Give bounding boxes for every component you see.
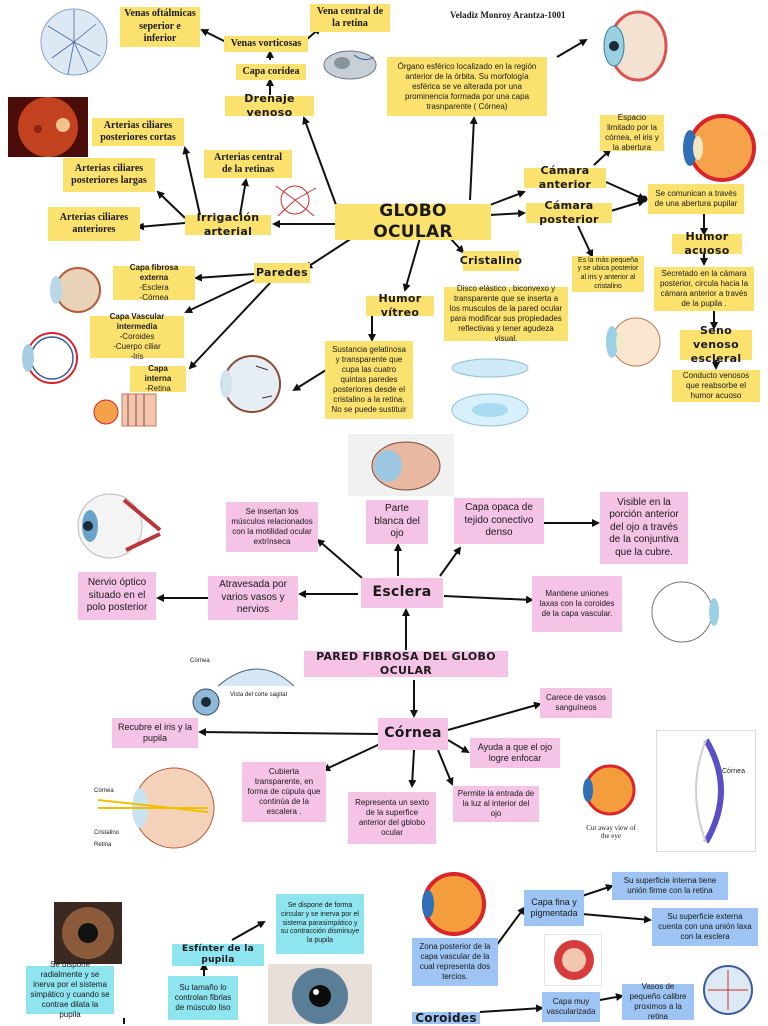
cornea-profile-label: Córnea [722,768,745,775]
lens-figure [440,352,536,432]
globo-ocular-title: GLOBO OCULAR [335,201,491,242]
humor-acuoso: Humor acuoso [672,230,742,257]
fibrous-layer-figure [34,262,106,316]
esclera-nervio-optico: Nervio óptico situado en el polo posteri… [78,572,156,620]
cornea-sagittal-figure: Córnea Vista del corte sagital [184,636,296,718]
vasos-pequeno-calibre: Vasos de pequeño calibre proximos a la r… [622,982,694,1021]
cristalino-desc: Disco elástico , biconvexo y transparent… [444,284,568,343]
vascular-layer-figure [8,328,88,390]
cornea-label-small: Córnea [190,658,210,664]
globe-description: Órgano esférico localizado en la región … [387,57,547,116]
iris-photo [54,902,122,964]
drenaje-venoso: Drenaje venoso [225,92,314,119]
humor-vitreo: Humor vítreo [366,292,434,319]
arterias-ciliares-cortas: Arterias ciliares posteriores cortas [92,118,184,146]
choroid-eye-figure [412,866,496,940]
cornea-light-figure: Córnea Cristalino Retina [88,760,220,854]
esclera-parte-blanca: Parte blanca del ojo [366,500,428,544]
pared-fibrosa-title: PARED FIBROSA DEL GLOBO OCULAR [304,650,508,677]
dilatador-desc: Se dispone radialmente y se inerva por e… [26,960,114,1019]
capa-fibrosa-items: -Esclera -Córnea [139,283,169,302]
sclera-diagram-figure [636,576,726,646]
camara-posterior-desc: Es la más pequeña y se ubica posterior a… [572,256,644,292]
vitreous-figure [210,352,294,414]
capa-fibrosa-externa: Capa fibrosa externa -Esclera -Córnea [113,263,195,302]
seno-venoso-escleral: Seno venoso escleral [680,324,752,365]
arteria-central-retina: Arterias central de la retinas [204,150,292,178]
capa-vascular-intermedia: Capa Vascular intermedia -Coroides -Cuer… [90,312,184,361]
cristalino: Cristalino [460,251,522,271]
retina-vessels-figure [38,6,110,78]
humor-acuoso-desc: Secretado en la cámara posterior, circul… [654,267,754,311]
camara-anterior-desc: Espacio limitado por la córnea, el iris … [600,113,664,152]
cut-away-caption: Cut away view of the eye [586,824,636,840]
capa-vascularizada: Capa muy vascularizada [542,992,600,1022]
arteries-figure [272,180,318,220]
arterias-ciliares-largas: Arterias ciliares posteriores largas [63,158,155,192]
esfinter-desc: Se dispone de forma circular y se inerva… [276,894,364,954]
esfinter-pupila: Esfínter de la pupila [172,944,264,966]
cornea-sin-vasos: Carece de vasos sanguíneos [540,688,612,718]
conducto-venoso: Conducto venosos que reabsorbe el humor … [672,370,760,402]
tamano-pupila: Su tamaño lo controlan fibrlas de múscul… [168,976,238,1020]
capa-interna-title: Capa interna [144,364,172,383]
chambers-figure [676,108,760,186]
comunicacion-pupilar: Se comunican a través de una abertura pu… [648,184,744,214]
camara-anterior: Cámara anterior [524,164,606,191]
label-retina: Retina [94,842,112,848]
sclera-eyeball-figure [74,480,164,570]
capa-coridea: Capa coridea [236,64,306,80]
esclera-capa-opaca: Capa opaca de tejido conectivo denso [454,498,544,544]
capa-fina-pigmentada: Capa fina y pigmentada [524,890,584,926]
esclera-atravesada: Atravesada por varios vasos y nervios [208,576,298,620]
venas-vorticosas: Venas vorticosas [224,36,308,52]
superficie-interna: Su superficie interna tiene unión firme … [612,872,728,900]
irrigacion-arterial: Irrigación arterial [185,211,271,238]
eye-anatomy-figure [596,6,668,86]
capa-interna-items: -Retina [145,384,171,393]
choroid-vessels-figure [544,934,602,986]
coroides: Coroides [412,1011,480,1025]
pupil-eye-photo [268,964,372,1024]
paredes: Paredes [254,263,310,283]
humor-vitreo-desc: Sustancia gelatinosa y transparente que … [325,341,413,419]
camara-posterior: Cámara posterior [526,199,612,226]
capa-interna: Capa interna -Retina [130,364,186,393]
eye-cross-section-figure [348,434,454,496]
cornea-enfocar: Ayuda a que el ojo logre enfocar [470,738,560,768]
cornea-entrada-luz: Permite la entrada de la luz al interior… [453,786,539,822]
label-cornea: Córnea [94,788,114,794]
venas-oftalmicas: Venas oftálmicas seperior e inferior [120,7,200,47]
cornea-cubierta: Cubierta transparente, en forma de cúpul… [242,762,326,822]
retina-layer-figure [90,390,160,430]
cut-away-eye-figure: Cut away view of the eye [578,760,640,846]
label-cristalino: Cristalino [94,830,120,836]
esclera-uniones: Mantiene uniones laxas con la coroides d… [532,576,622,632]
esclera-visible: Visible en la porción anterior del ojo a… [600,492,688,564]
retina-vessels-small-figure [696,962,758,1018]
author-name: Veladiz Monroy Arantza-1001 [450,10,566,21]
cornea-profile-figure: Córnea [656,730,756,852]
superficie-externa: Su superficie externa cuenta con una uni… [652,908,758,946]
esclera-musculos: Se insertan los músculos relacionados co… [226,502,318,552]
capa-fibrosa-title: Capa fibrosa externa [129,263,179,282]
vista-corte-sagital: Vista del corte sagital [230,692,287,698]
cornea: Córnea [378,718,448,750]
cornea-recubre: Recubre el iris y la pupila [112,718,198,748]
esclera: Esclera [361,578,443,608]
cornea-sexto: Representa un sexto de la superfice ante… [348,792,436,844]
capa-vascular-title: Capa Vascular intermedia [109,312,165,331]
venous-drainage-figure [320,43,380,83]
capa-vascular-items: -Coroides -Cuerpo ciliar -Iris [113,332,161,361]
fundus-photo [8,97,88,157]
posterior-chamber-figure [586,312,666,370]
zona-posterior: Zona posterior de la capa vascular de la… [412,938,498,986]
vena-central-retina: Vena central de la retina [310,4,390,32]
arterias-ciliares-anteriores: Arterias ciliares anteriores [48,207,140,241]
